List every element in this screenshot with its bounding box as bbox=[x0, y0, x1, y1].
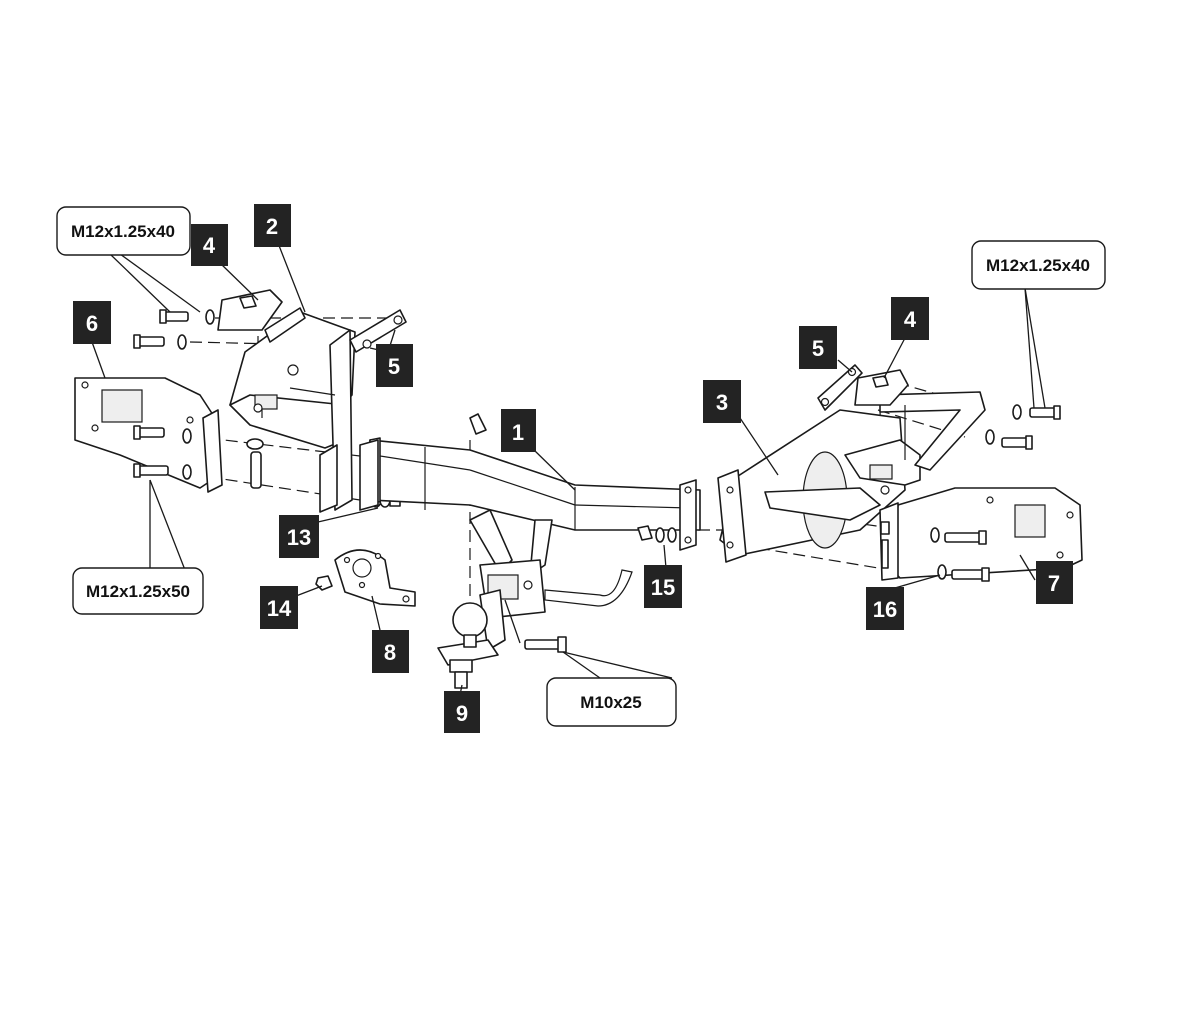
part-tag-7: 7 bbox=[1036, 561, 1073, 604]
part-tag-2: 2 bbox=[254, 204, 291, 247]
part-tag-5-left-text: 5 bbox=[388, 354, 400, 379]
tow-ball-9 bbox=[437, 589, 506, 689]
left-nut-plate-4 bbox=[217, 289, 283, 331]
part-tag-16: 16 bbox=[866, 587, 904, 630]
nut-set-15 bbox=[637, 525, 677, 543]
part-tag-4-left: 4 bbox=[191, 224, 228, 266]
socket-plate-8 bbox=[334, 549, 416, 607]
part-tag-6-text: 6 bbox=[86, 311, 98, 336]
part-tag-15: 15 bbox=[644, 565, 682, 608]
part-tag-1: 1 bbox=[501, 409, 536, 452]
part-tag-1-text: 1 bbox=[512, 420, 524, 445]
left-strip-5 bbox=[349, 309, 407, 353]
part-tag-6: 6 bbox=[73, 301, 111, 344]
right-nut-plate-4 bbox=[854, 369, 909, 406]
bolt-callout-top-left: M12x1.25x40 bbox=[56, 206, 191, 256]
part-tag-2-text: 2 bbox=[266, 214, 278, 239]
part-tag-8: 8 bbox=[372, 630, 409, 673]
part-tag-7-text: 7 bbox=[1048, 571, 1060, 596]
part-tag-4-left-text: 4 bbox=[203, 233, 216, 258]
part-tag-5-left: 5 bbox=[376, 344, 413, 387]
part-tag-4-right-text: 4 bbox=[904, 307, 917, 332]
bolt-callout-lower-left: M12x1.25x50 bbox=[72, 567, 204, 615]
part-tag-3-text: 3 bbox=[716, 390, 728, 415]
bolt-callout-center-bottom: M10x25 bbox=[546, 677, 677, 727]
bolt-callout-center-bottom-text: M10x25 bbox=[580, 693, 641, 712]
part-tag-16-text: 16 bbox=[873, 597, 897, 622]
bolt-callout-lower-left-text: M12x1.25x50 bbox=[86, 582, 190, 601]
part-tag-14: 14 bbox=[260, 586, 298, 629]
part-tag-14-text: 14 bbox=[267, 596, 292, 621]
part-tag-4-right: 4 bbox=[891, 297, 929, 340]
part-tag-13-text: 13 bbox=[287, 525, 311, 550]
bolt-callout-top-left-text: M12x1.25x40 bbox=[71, 222, 175, 241]
part-tag-13: 13 bbox=[279, 515, 319, 558]
bolt-callout-top-right: M12x1.25x40 bbox=[971, 240, 1106, 290]
left-frame-bracket-2 bbox=[229, 307, 356, 513]
right-bolts bbox=[880, 404, 1061, 582]
left-bolts bbox=[133, 309, 264, 489]
part-tag-9: 9 bbox=[444, 691, 480, 733]
part-tag-8-text: 8 bbox=[384, 640, 396, 665]
part-tag-5-right-text: 5 bbox=[812, 336, 824, 361]
part-tag-5-right: 5 bbox=[799, 326, 837, 369]
part-tag-15-text: 15 bbox=[651, 575, 675, 600]
main-crossbar-1 bbox=[359, 437, 701, 551]
part-tag-9-text: 9 bbox=[456, 701, 468, 726]
m10-bolt bbox=[524, 636, 567, 653]
part-tag-3: 3 bbox=[703, 380, 741, 423]
right-side-plate-7 bbox=[879, 487, 1083, 581]
bolt-callout-top-right-text: M12x1.25x40 bbox=[986, 256, 1090, 275]
